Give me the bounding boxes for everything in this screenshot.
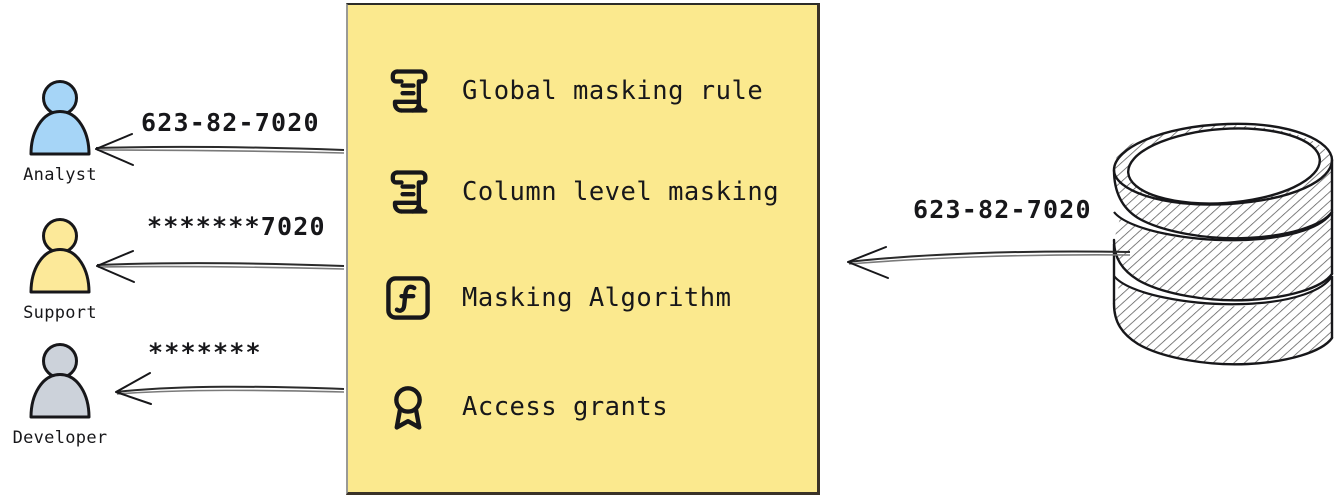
actor-label: Support <box>23 303 97 323</box>
arrow-to-analyst <box>95 133 345 166</box>
user-icon <box>0 78 120 162</box>
developer-value-label: ******* <box>148 338 262 367</box>
database-value-label: 623-82-7020 <box>913 195 1092 224</box>
actor-label: Developer <box>12 428 108 448</box>
user-icon <box>0 216 120 300</box>
actor-developer: Developer <box>0 341 120 448</box>
policy-item-label: Column level masking <box>462 177 780 207</box>
arrow-to-developer <box>115 372 345 405</box>
analyst-value-label: 623-82-7020 <box>141 108 320 137</box>
award-icon <box>380 379 436 435</box>
function-icon <box>380 270 436 326</box>
scroll-icon <box>380 63 436 119</box>
policy-item-label: Access grants <box>462 392 669 422</box>
arrow-to-support <box>96 250 345 283</box>
arrow-database-to-panel <box>847 246 1131 279</box>
support-value-label: *******7020 <box>147 212 326 241</box>
scroll-icon <box>380 164 436 220</box>
policy-row: Global masking rule <box>380 63 763 119</box>
policy-item-label: Masking Algorithm <box>462 283 732 313</box>
actor-analyst: Analyst <box>0 78 120 185</box>
actor-label: Analyst <box>23 165 97 185</box>
masking-policy-panel: Global masking rule Column level masking… <box>346 3 820 495</box>
policy-item-label: Global masking rule <box>462 76 764 106</box>
policy-row: Column level masking <box>380 164 779 220</box>
actor-support: Support <box>0 216 120 323</box>
user-icon <box>0 341 120 425</box>
policy-row: Masking Algorithm <box>380 270 732 326</box>
database-svg <box>1112 122 1334 366</box>
policy-row: Access grants <box>380 379 668 435</box>
database-icon <box>1098 108 1340 408</box>
